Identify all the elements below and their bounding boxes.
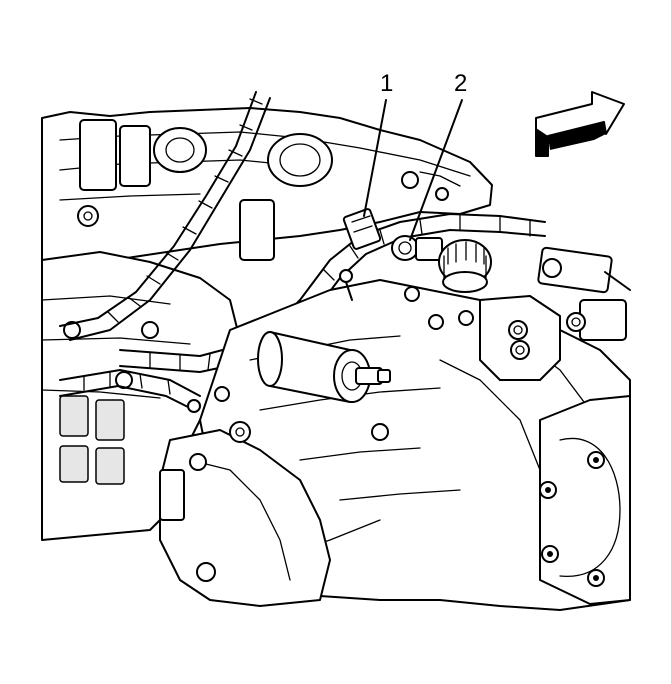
sensor [391,235,443,261]
bell-housing [539,395,631,605]
engine-block-left [41,251,241,541]
intake-manifold [41,107,493,277]
shift-actuator [257,331,391,403]
reservoir-cap [438,239,492,293]
mounting-bracket [458,295,586,381]
fasteners [187,269,444,441]
callout-1-label: 1 [380,70,394,97]
callout-leader-lines [363,99,463,241]
callout-2-label: 2 [454,70,468,97]
lower-case [159,421,331,607]
harness-connector [342,208,382,250]
direction-arrow-icon [535,91,625,157]
